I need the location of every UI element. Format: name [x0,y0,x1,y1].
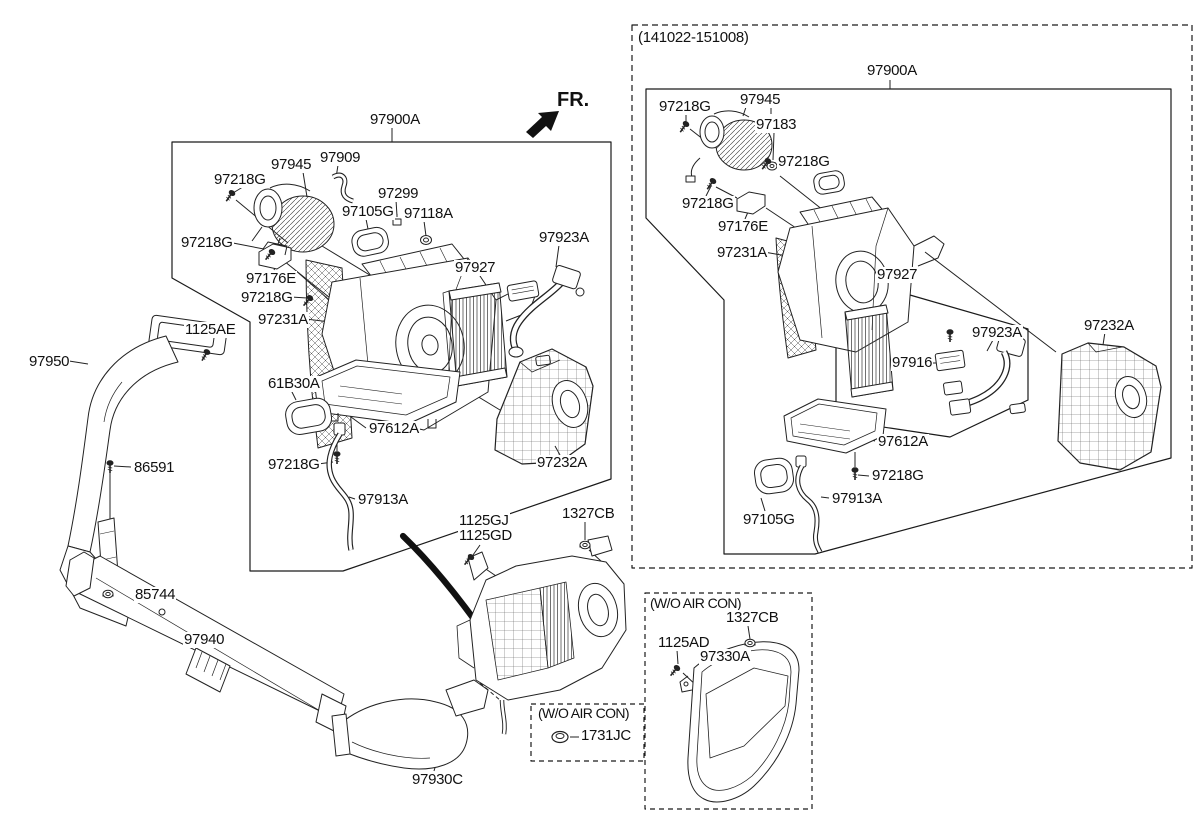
variant-lower-case-drawing [783,398,887,454]
main-assembly-box [171,141,612,572]
part-label-97231A: 97231A [716,244,768,261]
wo-aircon-caption: (W/O AIR CON) [537,705,630,721]
part-label-97923A: 97923A [971,324,1023,341]
quarter-cover-drawing [494,348,594,465]
part-label-97330A: 97330A [699,648,751,665]
part-label-1125AE: 1125AE [184,321,237,338]
part-label-1327CB: 1327CB [561,505,616,522]
drain-hose-drawing [326,422,354,551]
fr-direction-arrow-icon [526,111,559,138]
part-label-97218G: 97218G [180,234,234,251]
mounting-clamp-drawing [258,241,292,270]
part-label-97900A: 97900A [866,62,918,79]
part-label-97927: 97927 [876,266,919,283]
part-label-97900A: 97900A [369,111,421,128]
part-label-1125GD: 1125GD [458,527,513,544]
wo-aircon-caption: (W/O AIR CON) [649,595,742,611]
part-label-97118A: 97118A [403,205,454,222]
variant-quarter-cover-drawing [1057,342,1162,471]
part-label-97232A: 97232A [536,454,588,471]
part-label-1125AD: 1125AD [657,634,711,651]
seal-ring-drawing [351,226,389,257]
part-label-97913A: 97913A [357,491,409,508]
part-label-61B30A: 61B30A [267,375,321,392]
part-label-97183: 97183 [755,116,798,133]
grommet-drawing [420,235,432,245]
part-label-97218G: 97218G [267,456,321,473]
blanking-grommet-drawing [551,730,569,744]
variant-evaporator-core-drawing [844,304,894,398]
variant-assembly-box [645,88,1172,555]
part-label-97299: 97299 [377,185,420,202]
part-label-97232A: 97232A [1083,317,1135,334]
lower-case-drawing [313,359,461,429]
expansion-valve-bracket-drawing [934,328,966,396]
variant-dashed-box [631,24,1193,569]
part-label-1125GJ: 1125GJ [458,512,510,529]
part-label-97218G: 97218G [777,153,831,170]
suction-pipe-drawing [506,265,585,367]
part-label-97913A: 97913A [831,490,883,507]
wo-aircon-cover-box [644,592,813,810]
assembly-boxes [171,24,1193,810]
variant-drain-hose-drawing [795,455,823,554]
blower-hose-drawing [331,172,354,204]
part-label-97909: 97909 [319,149,362,166]
part-label-97945: 97945 [739,91,782,108]
part-label-97218G: 97218G [681,195,735,212]
part-label-97923A: 97923A [538,229,590,246]
part-label-97945: 97945 [270,156,313,173]
dashed-connector [479,682,502,702]
blanking-cover-drawing [679,641,800,803]
part-label-97930C: 97930C [411,771,464,788]
clip-drawing [392,214,402,226]
lower-duct-drawing [331,679,489,770]
evaporator-core-drawing [442,282,508,389]
part-label-97218G: 97218G [871,467,925,484]
part-label-1731JC: 1731JC [580,727,632,744]
part-label-97612A: 97612A [877,433,929,450]
variant-mounting-clamp-drawing [736,191,766,215]
part-label-97950: 97950 [28,353,71,370]
part-label-97218G: 97218G [240,289,294,306]
part-label-97916: 97916 [891,354,934,371]
variant-suction-pipe-drawing [948,333,1026,416]
part-label-86591: 86591 [133,459,176,476]
part-label-85744: 85744 [134,586,177,603]
part-label-97927: 97927 [454,259,497,276]
part-label-97105G: 97105G [341,203,395,220]
part-label-1327CB: 1327CB [725,609,780,626]
part-label-97218G: 97218G [658,98,712,115]
variant-seal-ring-top-drawing [813,170,845,195]
part-label-97940: 97940 [183,631,226,648]
fr-direction-label: FR. [556,89,591,111]
part-label-97105G: 97105G [742,511,796,528]
variant-duct-seal-drawing [754,457,794,495]
part-label-97176E: 97176E [717,218,769,235]
blower-motor-drawing [251,183,335,254]
wo-aircon-grommet-box [530,703,645,762]
part-label-97231A: 97231A [257,311,309,328]
part-label-97612A: 97612A [368,420,420,437]
part-label-97176E: 97176E [245,270,297,287]
variant-date-range-label: (141022-151008) [637,29,750,46]
duct-seal-drawing [285,397,333,436]
part-label-97218G: 97218G [213,171,267,188]
